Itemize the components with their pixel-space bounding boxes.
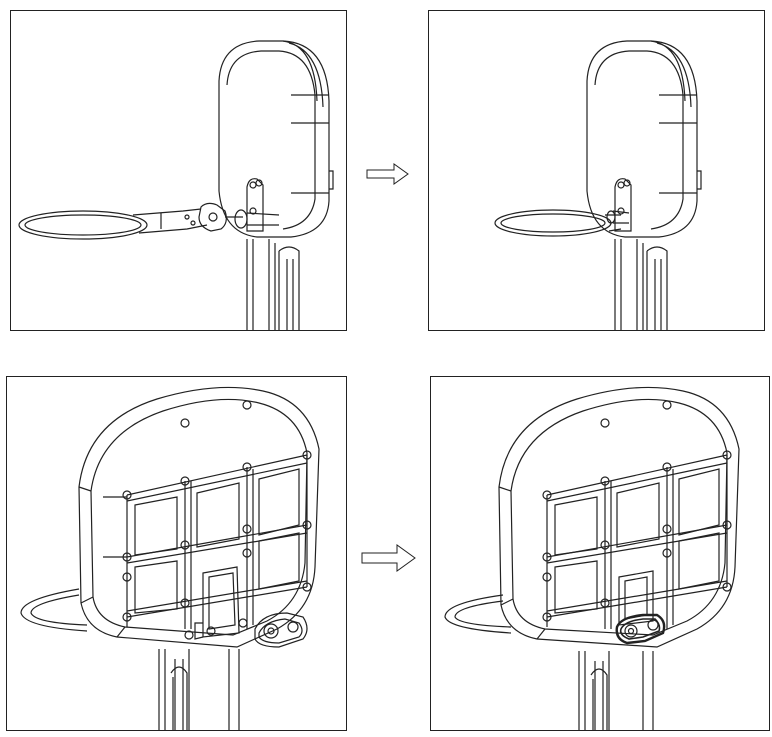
rim-bracket xyxy=(247,179,263,231)
bracket-plate-fastened xyxy=(617,615,664,643)
rim-bracket xyxy=(195,567,247,639)
pole xyxy=(579,651,653,731)
rim xyxy=(19,209,207,239)
backboard xyxy=(587,41,701,237)
bolts xyxy=(543,401,731,621)
step-4-panel xyxy=(430,376,770,731)
pole xyxy=(615,239,667,331)
step-1-panel xyxy=(10,10,347,331)
step-2-panel xyxy=(428,10,765,331)
right-arrow-icon xyxy=(361,543,417,573)
rim xyxy=(495,210,621,236)
right-arrow-icon xyxy=(366,162,410,186)
step-4-illustration xyxy=(431,377,770,731)
rim-bracket xyxy=(615,179,631,231)
rim xyxy=(445,595,511,633)
bracket-plate xyxy=(255,613,307,647)
backboard xyxy=(219,41,333,237)
step-1-illustration xyxy=(11,11,347,331)
backboard-grid xyxy=(547,455,727,629)
step-2-illustration xyxy=(429,11,765,331)
backboard-grid xyxy=(127,455,307,629)
pole xyxy=(159,649,239,731)
backboard xyxy=(79,387,319,647)
pin-inserted xyxy=(607,211,629,223)
step-3-panel xyxy=(6,376,347,731)
bolts xyxy=(123,401,311,639)
backboard xyxy=(499,387,739,647)
step-3-illustration xyxy=(7,377,347,731)
rim xyxy=(21,589,87,631)
pole xyxy=(247,239,299,331)
pin-and-clip xyxy=(199,203,279,231)
